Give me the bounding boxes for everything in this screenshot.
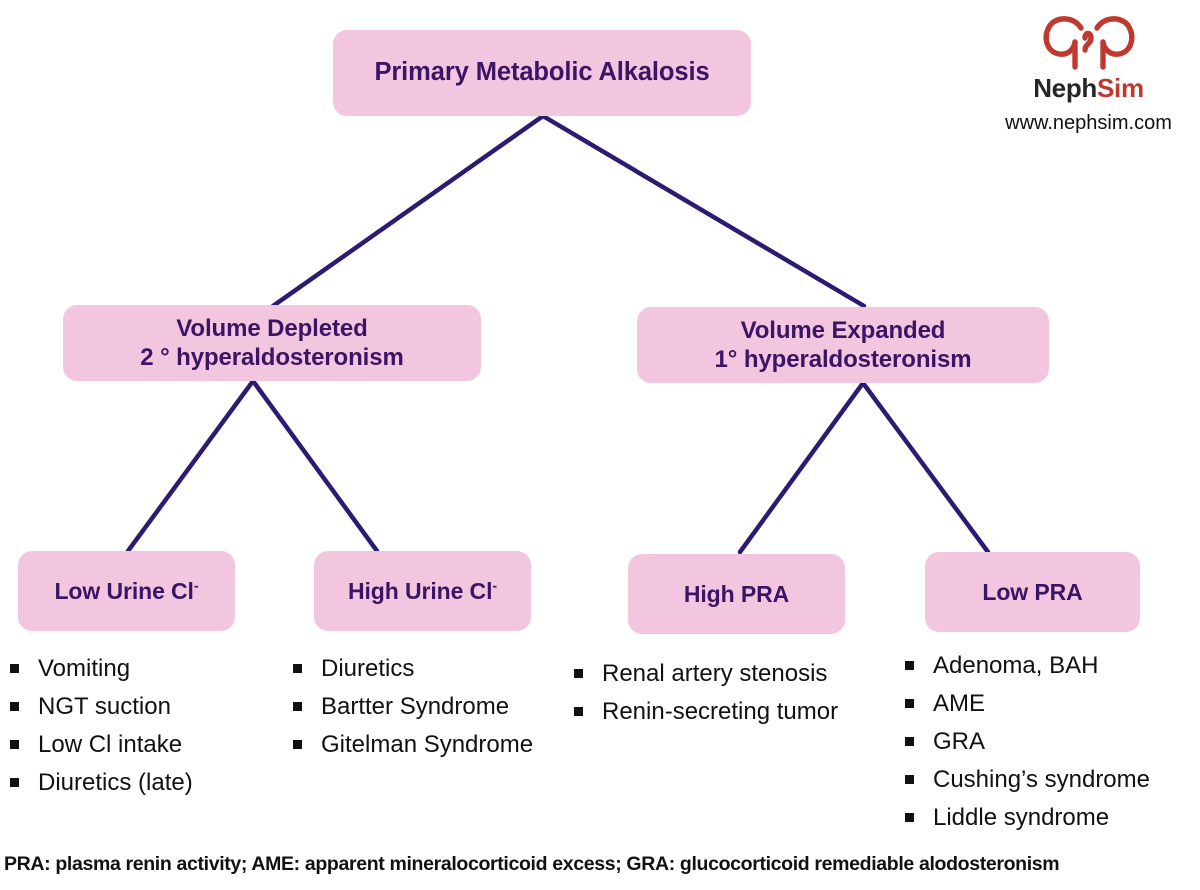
- node-high-urine-cl-label: High Urine Cl: [347, 577, 493, 604]
- list-item: Adenoma, BAH: [897, 647, 1150, 685]
- node-volume-expanded-text: Volume Expanded 1° hyperaldosteronism: [715, 316, 972, 375]
- list-item: Cushing’s syndrome: [897, 761, 1150, 799]
- node-high-pra[interactable]: High PRA: [628, 554, 845, 634]
- list-item: GRA: [897, 723, 1150, 761]
- node-low-pra-label: Low PRA: [982, 578, 1083, 605]
- node-low-pra[interactable]: Low PRA: [925, 552, 1140, 632]
- list-item: Low Cl intake: [2, 726, 193, 764]
- chloride-charge-superscript: -: [492, 578, 498, 595]
- list-item: Diuretics (late): [2, 764, 193, 802]
- node-root-label: Primary Metabolic Alkalosis: [374, 58, 710, 87]
- list-item: Renal artery stenosis: [566, 655, 838, 693]
- chloride-charge-superscript: -: [193, 578, 199, 595]
- list-item: Gitelman Syndrome: [285, 726, 533, 764]
- brand-logo-block: NephSim www.nephsim.com: [986, 14, 1191, 135]
- list-item: Diuretics: [285, 650, 533, 688]
- brand-word-sim: Sim: [1097, 73, 1144, 103]
- list-low-urine-chloride-causes: Vomiting NGT suction Low Cl intake Diure…: [2, 650, 193, 802]
- brand-word-neph: Neph: [1033, 73, 1097, 103]
- connector-expanded-to-low-pra: [860, 380, 991, 555]
- list-item: Renin-secreting tumor: [566, 693, 838, 731]
- list-item: Vomiting: [2, 650, 193, 688]
- node-low-urine-cl-label: Low Urine Cl: [54, 577, 194, 604]
- list-high-pra-causes: Renal artery stenosis Renin-secreting tu…: [566, 655, 838, 731]
- node-primary-metabolic-alkalosis[interactable]: Primary Metabolic Alkalosis: [333, 30, 751, 116]
- node-volume-depleted[interactable]: Volume Depleted 2 ° hyperaldosteronism: [63, 305, 481, 381]
- kidneys-logo-icon: [1043, 16, 1134, 70]
- node-low-urine-chloride[interactable]: Low Urine Cl-: [18, 551, 235, 631]
- node-high-urine-chloride[interactable]: High Urine Cl-: [314, 551, 531, 631]
- node-high-pra-label: High PRA: [683, 580, 790, 607]
- node-low-urine-cl-text: Low Urine Cl-: [54, 577, 198, 605]
- connector-root-to-volume-expanded: [540, 113, 867, 309]
- brand-wordmark: NephSim: [986, 73, 1191, 104]
- brand-website-url: www.nephsim.com: [1005, 112, 1172, 134]
- list-item: NGT suction: [2, 688, 193, 726]
- list-low-pra-causes: Adenoma, BAH AME GRA Cushing’s syndrome …: [897, 647, 1150, 837]
- connector-depleted-to-high-urine-cl: [250, 378, 380, 554]
- list-item: AME: [897, 685, 1150, 723]
- abbreviations-footnote: PRA: plasma renin activity; AME: apparen…: [4, 853, 1060, 875]
- node-volume-depleted-text: Volume Depleted 2 ° hyperaldosteronism: [140, 314, 404, 373]
- node-volume-depleted-line2: 2 ° hyperaldosteronism: [140, 344, 404, 371]
- node-volume-depleted-line1: Volume Depleted: [176, 314, 368, 342]
- node-volume-expanded-line2: 1° hyperaldosteronism: [714, 346, 972, 373]
- node-volume-expanded-line1: Volume Expanded: [740, 316, 946, 344]
- list-item: Bartter Syndrome: [285, 688, 533, 726]
- connector-expanded-to-high-pra: [737, 380, 866, 555]
- node-high-urine-cl-text: High Urine Cl-: [348, 577, 497, 605]
- connector-root-to-volume-depleted: [270, 113, 546, 309]
- list-high-urine-chloride-causes: Diuretics Bartter Syndrome Gitelman Synd…: [285, 650, 533, 764]
- connector-depleted-to-low-urine-cl: [125, 378, 256, 554]
- list-item: Liddle syndrome: [897, 799, 1150, 837]
- node-volume-expanded[interactable]: Volume Expanded 1° hyperaldosteronism: [637, 307, 1049, 383]
